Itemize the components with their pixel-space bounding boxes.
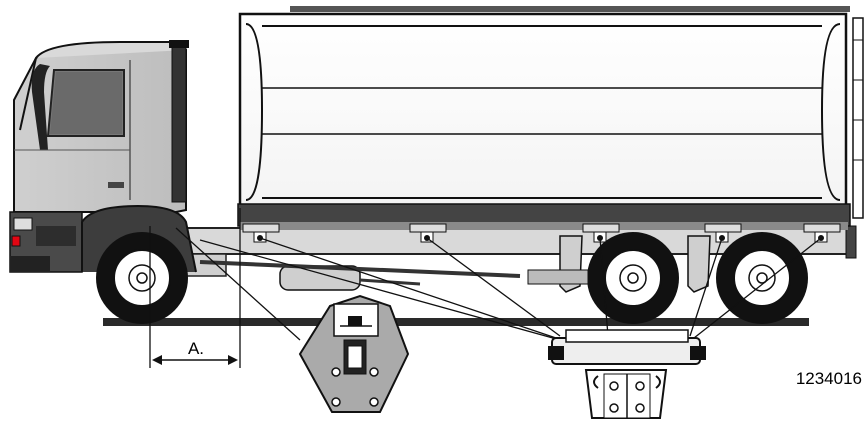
tank-body xyxy=(237,6,864,230)
ground-line xyxy=(103,318,809,326)
leader-lines xyxy=(175,227,822,341)
detail-front-mount xyxy=(298,294,410,413)
truck-cab xyxy=(9,40,197,273)
dimension-a-label: A. xyxy=(188,339,204,358)
detail-rear-mount xyxy=(548,329,706,419)
front-wheel xyxy=(96,232,188,324)
rear-mudguards xyxy=(527,235,711,293)
mounting-brackets xyxy=(242,223,841,243)
dimension-a: A. xyxy=(149,208,241,368)
rear-wheel-1 xyxy=(587,232,679,324)
figure-number: 1234016 xyxy=(796,369,862,388)
exhaust-silencer xyxy=(199,260,521,291)
bracket-4 xyxy=(704,223,742,243)
bracket-1 xyxy=(242,223,280,243)
rear-wheel-2 xyxy=(716,232,808,324)
